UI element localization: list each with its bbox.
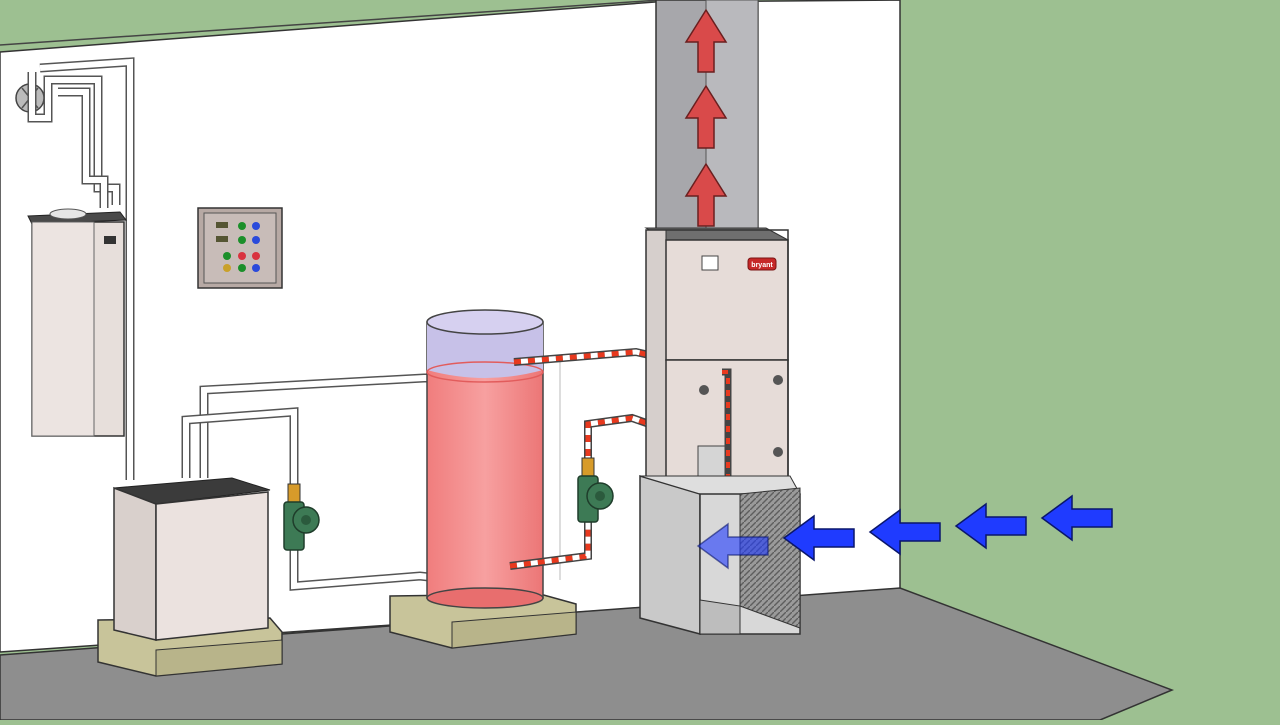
brand-badge: bryant (747, 257, 777, 271)
supply-air-arrows (684, 8, 728, 227)
supply-arrow (684, 8, 728, 73)
hot-water-tank (389, 309, 577, 649)
return-arrow (954, 502, 1027, 550)
return-arrow (782, 514, 855, 562)
brand-label: bryant (751, 262, 773, 269)
return-arrow (1040, 494, 1113, 542)
circulator-pump-right (577, 457, 614, 523)
control-panel (197, 207, 283, 289)
indicator-lights (216, 222, 260, 272)
return-arrow (696, 522, 769, 570)
supply-arrow (684, 84, 728, 149)
wall-boiler (27, 208, 127, 437)
exhaust-vent (15, 57, 135, 480)
circulator-pump-left (283, 483, 320, 551)
return-arrow (868, 508, 941, 556)
return-plenum (639, 474, 801, 635)
supply-arrow (684, 162, 728, 227)
air-handler: bryant (644, 227, 789, 493)
floor-boiler (97, 477, 283, 677)
wall-top-edge (0, 0, 661, 46)
return-air-arrows (696, 494, 1113, 570)
